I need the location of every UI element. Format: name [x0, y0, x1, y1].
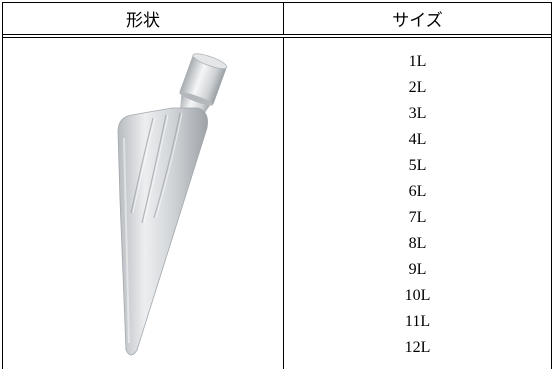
implant-stem-body: [117, 107, 208, 356]
list-item: 10L: [404, 287, 431, 304]
list-item: 9L: [408, 261, 427, 278]
size-list: 1L 2L 3L 4L 5L 6L 7L 8L 9L 10L 11L 12L: [284, 38, 551, 361]
list-item: 11L: [404, 313, 431, 330]
list-item: 6L: [408, 183, 427, 200]
list-item: 12L: [404, 339, 431, 356]
list-item: 7L: [408, 209, 427, 226]
list-item: 2L: [408, 79, 427, 96]
table-header-row: 形状 サイズ: [3, 3, 551, 38]
hip-stem-implant-icon: [117, 53, 228, 356]
list-item: 3L: [408, 105, 427, 122]
header-shape: 形状: [3, 3, 284, 34]
table-body-row: 1L 2L 3L 4L 5L 6L 7L 8L 9L 10L 11L 12L: [3, 38, 551, 369]
list-item: 8L: [408, 235, 427, 252]
implant-flutes: [123, 112, 183, 344]
list-item: 4L: [408, 131, 427, 148]
list-item: 5L: [408, 157, 427, 174]
size-cell: 1L 2L 3L 4L 5L 6L 7L 8L 9L 10L 11L 12L: [284, 38, 551, 369]
shape-cell: [3, 38, 284, 369]
list-item: 1L: [408, 53, 427, 70]
header-size: サイズ: [392, 11, 443, 30]
